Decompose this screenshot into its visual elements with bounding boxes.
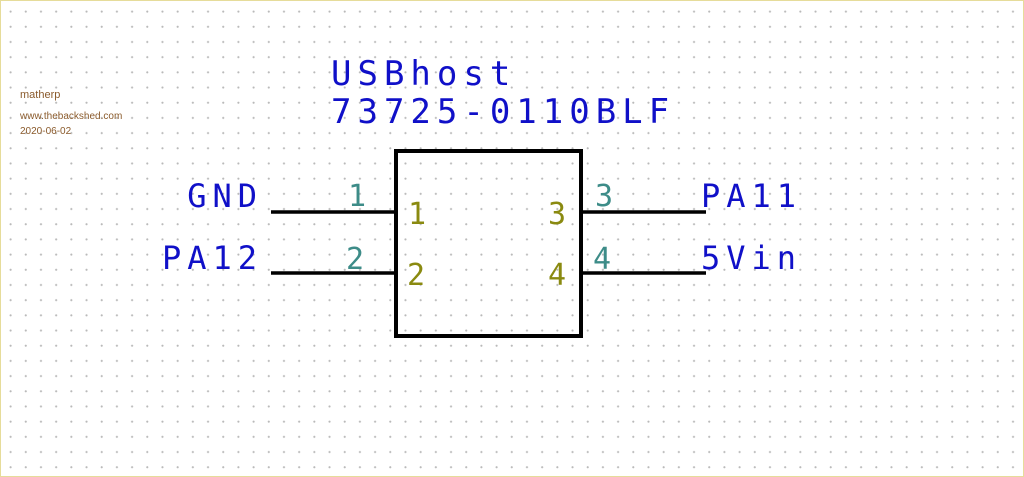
net-label-pa11[interactable]: PA11 <box>701 177 802 215</box>
credit-date: 2020-06-02 <box>20 126 72 137</box>
pin-2-number: 2 <box>346 242 364 277</box>
pin-3-name: 3 <box>548 197 566 232</box>
credit-site: www.thebackshed.com <box>20 111 123 122</box>
credit-author: matherp <box>20 89 61 101</box>
pin-1-name: 1 <box>408 197 426 232</box>
pin-3-number: 3 <box>595 179 613 214</box>
pin-4-name: 4 <box>548 258 566 293</box>
component-part-number: 73725-0110BLF <box>331 92 675 132</box>
component-body[interactable] <box>394 149 583 338</box>
net-label-pa12[interactable]: PA12 <box>162 239 263 277</box>
pin-2-name: 2 <box>407 258 425 293</box>
net-label-gnd[interactable]: GND <box>187 177 263 215</box>
pin-1-number: 1 <box>348 179 366 214</box>
pin-4-number: 4 <box>593 242 611 277</box>
component-name: USBhost <box>331 54 516 94</box>
net-label-5vin[interactable]: 5Vin <box>701 239 802 277</box>
